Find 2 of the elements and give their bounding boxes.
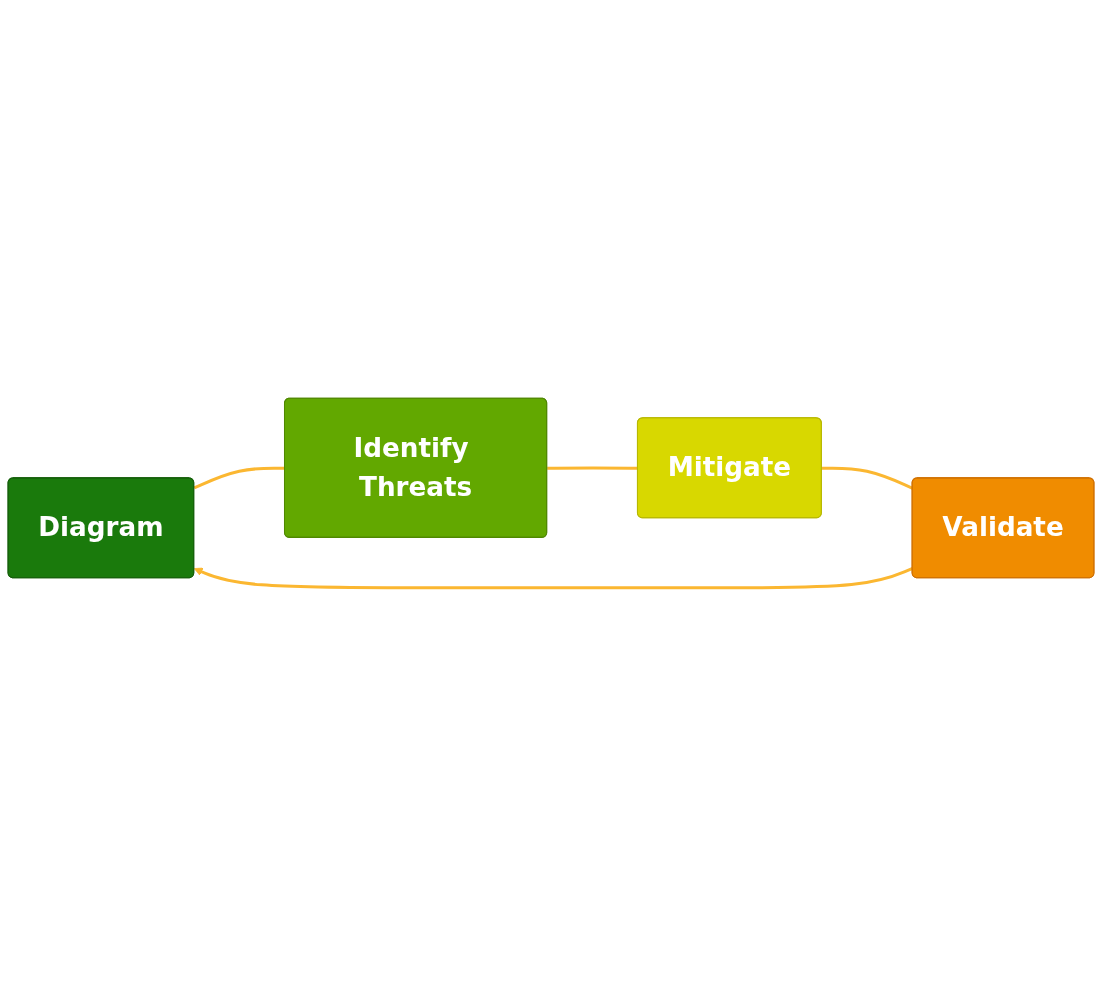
connector [193, 466, 285, 490]
connector [547, 466, 638, 470]
